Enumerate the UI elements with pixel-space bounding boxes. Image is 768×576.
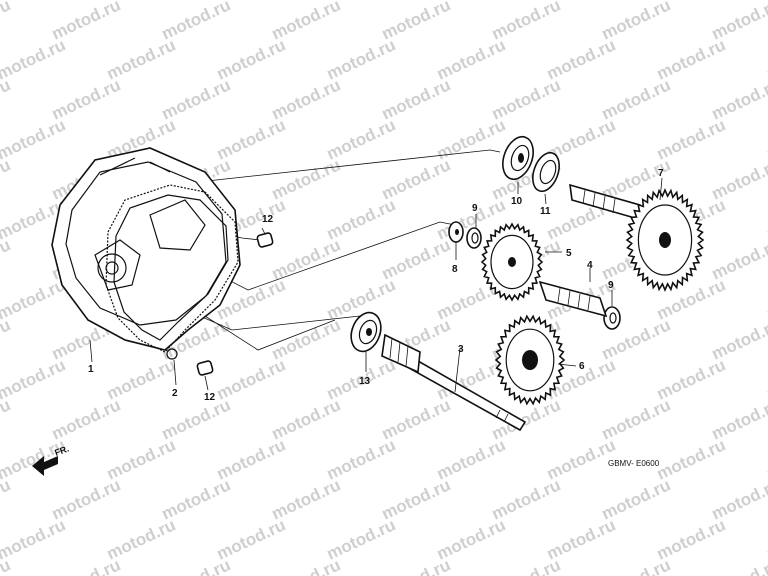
watermark-text: motod.ru (599, 555, 674, 576)
washer-9-upper (466, 227, 482, 249)
callout-4: 4 (587, 260, 593, 271)
watermark-text: motod.ru (0, 35, 68, 83)
callout-10: 10 (511, 196, 523, 207)
driven-gear (494, 314, 566, 406)
watermark-text: motod.ru (0, 355, 68, 403)
callout-8: 8 (452, 264, 458, 275)
front-direction-marker: FR. (32, 444, 70, 476)
gear-web (490, 234, 534, 290)
callout-5: 5 (566, 248, 572, 259)
bearing-upper (502, 135, 534, 181)
washer-8 (448, 221, 464, 243)
callout-12-upper: 12 (262, 214, 274, 225)
oil-seal (532, 151, 560, 193)
counter-gear (480, 222, 544, 302)
watermark-text: motod.ru (269, 555, 344, 576)
drive-shaft (381, 333, 527, 432)
gear-hub (659, 232, 671, 248)
callout-7: 7 (658, 168, 664, 179)
watermark-text: motod.ru (489, 555, 564, 576)
callout-1: 1 (88, 364, 94, 375)
gear-web (505, 328, 555, 392)
watermark-text: motod.ru (159, 555, 234, 576)
watermark-text: motod.ru (764, 35, 768, 83)
watermark-text: motod.ru (764, 435, 768, 483)
watermark-text: motod.ru (0, 115, 68, 163)
leader-lines (89, 177, 663, 393)
watermark-text: motod.ru (0, 235, 13, 283)
watermark-text: motod.ru (0, 475, 13, 523)
watermark-text: motod.ru (764, 355, 768, 403)
watermark-text: motod.ru (0, 435, 68, 483)
front-arrow-icon (32, 456, 58, 476)
gear-hub (522, 350, 538, 370)
watermark-text: motod.ru (0, 515, 68, 563)
watermark-text: motod.ru (0, 275, 68, 323)
callouts: 1 2 3 4 5 6 7 8 9 9 10 11 12 12 13 (88, 168, 664, 403)
callout-9-upper: 9 (472, 203, 478, 214)
callout-6: 6 (579, 361, 585, 372)
watermark-text: motod.ru (764, 195, 768, 243)
watermark-text: motod.ru (0, 155, 13, 203)
bearing-lower (350, 311, 382, 353)
watermark-text: motod.ru (764, 115, 768, 163)
callout-13: 13 (359, 376, 371, 387)
watermark-text: motod.ru (49, 555, 124, 576)
watermark-text: motod.ru (0, 315, 13, 363)
gear-web (637, 204, 693, 276)
dowel-pin-lower (196, 360, 214, 376)
callout-12-lower: 12 (204, 392, 216, 403)
washer-9-lower (603, 306, 621, 330)
callout-11: 11 (540, 206, 551, 217)
watermark-text: motod.ru (0, 75, 13, 123)
diagram-code: GBMV- E0600 (608, 459, 660, 468)
callout-9-lower: 9 (608, 280, 614, 291)
front-label: FR. (53, 444, 70, 458)
watermark-text: motod.ru (0, 0, 13, 44)
watermark-text: motod.ru (709, 555, 768, 576)
watermark-text: motod.ru (0, 395, 13, 443)
watermark-text: motod.ru (0, 0, 68, 4)
watermark-text: motod.ru (764, 515, 768, 563)
gasket (105, 184, 239, 360)
watermark-text: motod.ru (764, 275, 768, 323)
gear-hub (508, 257, 516, 267)
watermark-text: motod.ru (379, 555, 454, 576)
dowel-pin-upper (256, 232, 274, 248)
final-shaft-gear (569, 183, 705, 293)
callout-2: 2 (172, 388, 178, 399)
countershaft (538, 280, 608, 318)
callout-3: 3 (458, 344, 464, 355)
